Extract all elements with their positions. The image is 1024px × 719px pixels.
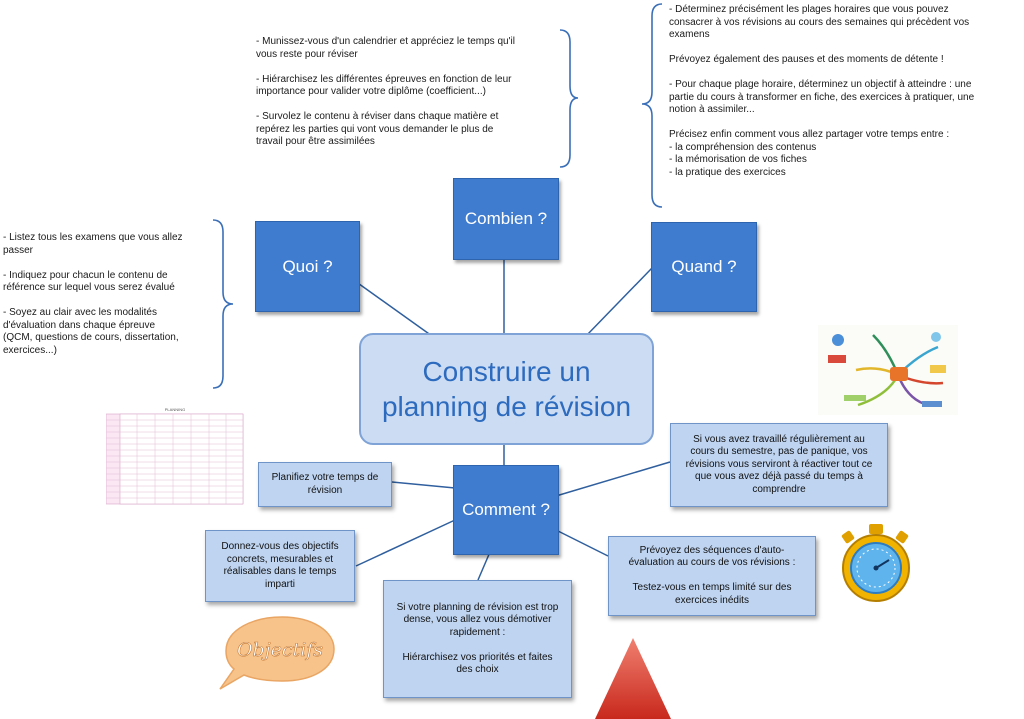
stopwatch-icon bbox=[841, 524, 910, 602]
triangle-icon bbox=[595, 638, 671, 719]
node-quoi-label: Quoi ? bbox=[282, 256, 333, 276]
brace-combien bbox=[559, 29, 579, 168]
node-quoi: Quoi ? bbox=[255, 221, 360, 312]
objectifs-image: Objectifs bbox=[219, 616, 335, 690]
note-planifiez: Planifiez votre temps de révision bbox=[258, 462, 392, 507]
line-quand bbox=[585, 267, 653, 337]
brace-quand bbox=[641, 3, 663, 208]
node-comment-label: Comment ? bbox=[462, 500, 550, 519]
brace-quoi bbox=[212, 219, 234, 389]
note-regulier: Si vous avez travaillé régulièrement au … bbox=[670, 423, 888, 507]
line-autoeval bbox=[555, 529, 609, 557]
line-regulier bbox=[555, 461, 671, 497]
combien-text: - Munissez-vous d'un calendrier et appré… bbox=[256, 36, 515, 147]
node-combien-label: Combien ? bbox=[464, 209, 548, 228]
planning-image: PLANNING bbox=[106, 404, 244, 505]
note-trop-dense: Si votre planning de révision est trop d… bbox=[383, 580, 572, 698]
line-donnez bbox=[355, 519, 456, 567]
objectifs-label: Objectifs bbox=[237, 639, 323, 661]
node-quand-label: Quand ? bbox=[671, 257, 737, 276]
node-comment: Comment ? bbox=[453, 465, 559, 555]
planning-title: PLANNING bbox=[165, 407, 185, 412]
quoi-text: - Listez tous les examens que vous allez… bbox=[3, 232, 183, 356]
node-quand: Quand ? bbox=[651, 222, 757, 312]
note-autoeval: Prévoyez des séquences d'auto- évaluatio… bbox=[608, 536, 816, 616]
line-planifiez bbox=[391, 481, 456, 489]
quand-text: - Déterminez précisément les plages hora… bbox=[669, 4, 975, 178]
mindmap-image bbox=[818, 325, 958, 415]
line-trop-dense bbox=[477, 551, 491, 581]
node-combien: Combien ? bbox=[453, 178, 559, 260]
note-donnez: Donnez-vous des objectifs concrets, mesu… bbox=[205, 530, 355, 602]
center-title: Construire un planning de révision bbox=[359, 333, 654, 445]
